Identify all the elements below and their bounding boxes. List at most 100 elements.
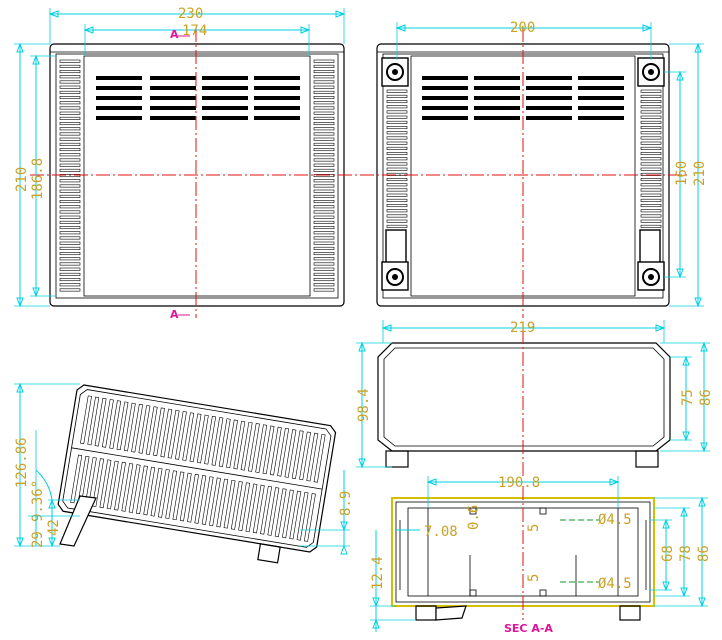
vent-bar: [254, 116, 300, 120]
side-vent-slot: [223, 479, 236, 529]
vent-bar: [254, 106, 300, 110]
side-vent-slot: [230, 481, 243, 530]
vent-slot: [640, 209, 662, 213]
dim-front-inner-width: 174: [182, 23, 207, 39]
vent-slot: [640, 100, 662, 104]
side-vent-slot: [182, 412, 195, 461]
side-vent-slot: [226, 419, 238, 469]
dim-side-foot-b: 29: [30, 531, 46, 548]
vent-slot: [386, 136, 408, 140]
vent-slot: [313, 70, 335, 74]
vent-slot: [59, 262, 81, 266]
top-view: 219 98.4 75 86: [356, 320, 714, 478]
dim-sec-width: 190.8: [498, 475, 540, 491]
vent-slot: [313, 194, 335, 198]
vent-slot: [386, 183, 408, 187]
vent-slot: [59, 194, 81, 198]
vent-slot: [386, 115, 408, 119]
vent-slot: [59, 70, 81, 74]
back-view: 200 160 210: [360, 20, 708, 318]
vent-bar: [150, 106, 196, 110]
side-vent-slot: [70, 454, 83, 504]
vent-slot: [59, 85, 81, 89]
vent-bar: [474, 76, 520, 80]
side-vent-slot: [303, 493, 316, 542]
vent-bar: [526, 106, 572, 110]
vent-bar: [474, 106, 520, 110]
dim-sec-h78: 78: [678, 545, 694, 562]
side-vent-slot: [260, 485, 272, 535]
vent-slot: [59, 226, 81, 230]
vent-slot: [313, 158, 335, 162]
dim-top-width: 219: [510, 320, 535, 336]
vent-slot: [59, 231, 81, 235]
back-screw-tl: [381, 57, 409, 87]
vent-slot: [386, 94, 408, 98]
vent-slot: [59, 220, 81, 224]
vent-slot: [313, 168, 335, 172]
vent-slot: [313, 90, 335, 94]
vent-slot: [386, 204, 408, 208]
side-vent-slot: [282, 489, 294, 539]
vent-slot: [386, 100, 408, 104]
vent-slot: [59, 168, 81, 172]
side-vent-slot: [172, 471, 185, 521]
vent-slot: [386, 214, 408, 218]
vent-slot: [59, 75, 81, 79]
vent-slot: [59, 148, 81, 152]
vent-slot: [59, 106, 81, 110]
vent-slot: [59, 64, 81, 68]
vent-slot: [59, 205, 81, 209]
vent-slot: [640, 152, 662, 156]
vent-slot: [59, 246, 81, 250]
vent-slot: [59, 132, 81, 136]
dim-sec-h68: 68: [660, 545, 676, 562]
vent-bar: [526, 86, 572, 90]
dim-sec-gap: 0.6: [466, 505, 482, 530]
vent-slot: [386, 193, 408, 197]
vent-slot: [313, 127, 335, 131]
vent-slot: [386, 141, 408, 145]
side-vent-slot: [196, 414, 209, 464]
side-vent-slot: [240, 421, 253, 471]
vent-slot: [313, 205, 335, 209]
vent-slot: [640, 120, 662, 124]
vent-slot: [313, 132, 335, 136]
vent-slot: [386, 152, 408, 156]
vent-slot: [640, 141, 662, 145]
vent-bar: [474, 116, 520, 120]
vent-slot: [313, 142, 335, 146]
vent-slot: [313, 236, 335, 240]
vent-bar: [202, 86, 248, 90]
vent-bar: [526, 96, 572, 100]
side-vent-slot: [187, 473, 199, 523]
side-vent-slot: [153, 407, 165, 457]
vent-bar: [254, 96, 300, 100]
vent-slot: [313, 252, 335, 256]
side-vent-slot: [138, 405, 151, 454]
vent-slot: [313, 231, 335, 235]
vent-slot: [59, 278, 81, 282]
vent-slot: [59, 96, 81, 100]
back-screw-tr: [637, 57, 665, 87]
vent-slot: [313, 96, 335, 100]
vent-slot: [313, 278, 335, 282]
vent-slot: [313, 220, 335, 224]
side-view: 126.86 9.36° 42 29 8.9: [14, 382, 354, 564]
vent-slot: [640, 172, 662, 176]
front-view: 230 174 A A 210 186.8: [14, 6, 360, 321]
vent-slot: [640, 224, 662, 228]
side-vent-slot: [218, 418, 231, 467]
vent-slot: [313, 262, 335, 266]
vent-slot: [640, 162, 662, 166]
side-vent-slot: [92, 458, 105, 507]
vent-slot: [59, 116, 81, 120]
vent-slot: [386, 172, 408, 176]
side-vent-slot: [245, 483, 258, 533]
vent-slot: [313, 246, 335, 250]
vent-bar: [150, 86, 196, 90]
vent-slot: [313, 226, 335, 230]
vent-slot: [313, 272, 335, 276]
side-vent-slot: [216, 478, 229, 528]
